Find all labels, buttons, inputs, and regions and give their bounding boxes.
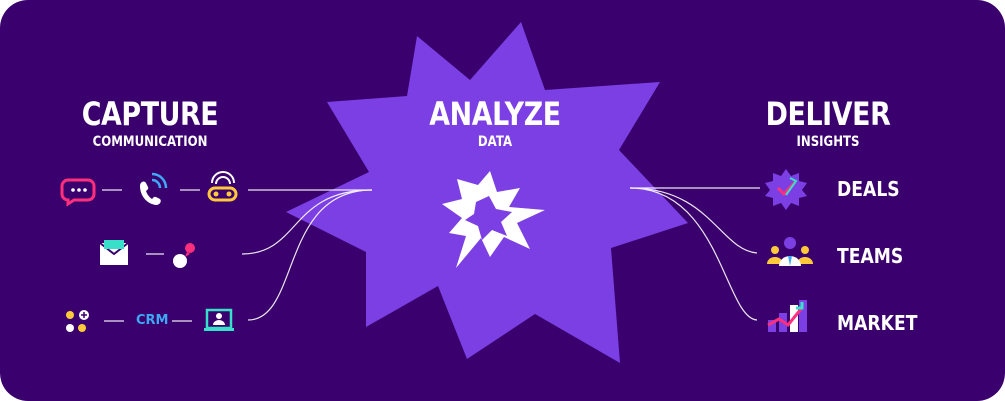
chat-bubble-icon xyxy=(60,178,96,207)
analyze-title: ANALYZE xyxy=(429,95,561,133)
output-label-teams: TEAMS xyxy=(837,244,904,268)
capture-subtitle: COMMUNICATION xyxy=(92,134,208,150)
output-label-market: MARKET xyxy=(837,311,918,335)
growth-chart-icon xyxy=(767,300,807,332)
analyze-subtitle: DATA xyxy=(477,134,513,150)
left-connectors xyxy=(102,189,373,322)
deliver-subtitle: INSIGHTS xyxy=(796,134,860,150)
team-people-icon xyxy=(767,237,813,266)
deliver-title: DELIVER xyxy=(765,95,891,133)
capture-title: CAPTURE xyxy=(81,95,219,133)
deliver-heading: DELIVER INSIGHTS xyxy=(728,98,928,149)
capture-heading: CAPTURE COMMUNICATION xyxy=(50,98,250,149)
notification-bubble-icon xyxy=(173,243,195,268)
video-screen-icon xyxy=(204,308,234,331)
apps-dots-icon xyxy=(66,310,89,332)
voicemail-icon xyxy=(207,171,238,202)
analyze-heading: ANALYZE DATA xyxy=(395,98,595,149)
crm-label: CRM xyxy=(136,313,169,328)
badge-check-icon xyxy=(765,169,807,210)
right-connectors xyxy=(629,187,760,321)
envelope-icon xyxy=(99,240,129,265)
analyze-logo-icon xyxy=(442,171,545,268)
phone-call-icon xyxy=(140,172,168,205)
output-label-deals: DEALS xyxy=(837,177,900,201)
